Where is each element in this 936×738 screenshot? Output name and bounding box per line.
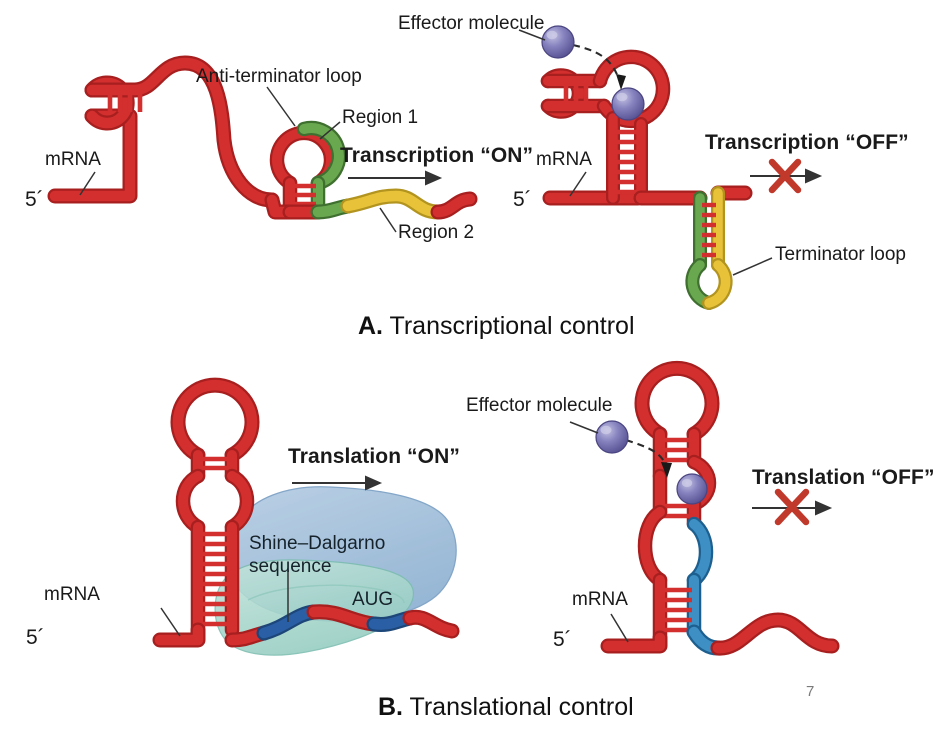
mrna-backbone-a-off (540, 68, 646, 206)
label-shine-dalgarno-line2: sequence (249, 556, 332, 577)
mrna-strand-a-off-lower (633, 185, 753, 206)
panel-a-on-structure (47, 55, 478, 233)
label-mrna-b-off: mRNA (572, 589, 628, 610)
label-5prime-b-off: 5´ (553, 628, 572, 651)
anti-terminator-loop (269, 120, 347, 191)
label-leader-lines-a-on (79, 86, 397, 233)
label-mrna-a-off: mRNA (536, 149, 592, 170)
panel-b-on-structure (152, 377, 460, 656)
aptamer-stem-a-off (606, 111, 648, 205)
effector-molecule-free-b (595, 420, 629, 454)
label-mrna-a-on: mRNA (45, 149, 101, 170)
panel-a-off-structure (518, 25, 823, 310)
label-terminator-loop: Terminator loop (775, 244, 906, 265)
label-5prime-a-off: 5´ (513, 188, 532, 211)
caption-panel-b-letter: B. (378, 693, 403, 721)
label-transcription-on: Transcription “ON” (340, 144, 534, 167)
label-5prime-b-on: 5´ (26, 626, 45, 649)
label-effector-molecule-b: Effector molecule (466, 395, 613, 416)
label-leader-lines-b-on (160, 570, 289, 637)
panel-b-off-structure (569, 360, 840, 656)
caption-panel-a-letter: A. (358, 312, 383, 340)
mrna-hairpin-b-on (152, 377, 260, 648)
label-region-2: Region 2 (398, 222, 475, 243)
terminator-loop (685, 186, 733, 310)
mrna-hairpin-b-off (600, 360, 840, 656)
label-leader-lines-a-off (518, 29, 773, 276)
caption-panel-b-text: Translational control (403, 693, 634, 721)
label-transcription-off: Transcription “OFF” (705, 131, 909, 154)
caption-panel-a: A. Transcriptional control (358, 312, 635, 341)
x-mark-icon (774, 488, 810, 526)
effector-binding-path-b (625, 439, 672, 478)
label-anti-terminator-loop: Anti-terminator loop (196, 66, 362, 87)
effector-molecule-bound-b (676, 473, 708, 505)
transcription-off-arrow (750, 158, 823, 194)
caption-panel-a-text: Transcriptional control (383, 312, 635, 340)
region2-strand (310, 188, 478, 220)
page-number: 7 (806, 683, 815, 700)
label-translation-off: Translation “OFF” (752, 466, 935, 489)
label-5prime-a-on: 5´ (25, 188, 44, 211)
effector-molecule-bound-a (611, 87, 645, 121)
label-mrna-b-on: mRNA (44, 584, 100, 605)
effector-binding-path-a (572, 43, 626, 90)
mrna-backbone-a-on (47, 55, 280, 208)
effector-molecule-free-a (541, 25, 575, 59)
label-translation-on: Translation “ON” (288, 445, 460, 468)
label-leader-lines-b-off (569, 421, 629, 643)
label-shine-dalgarno-line1: Shine–Dalgarno (249, 533, 386, 554)
mrna-open-strand-b-on (224, 604, 460, 648)
x-mark-icon (768, 158, 802, 194)
label-region-1: Region 1 (342, 107, 419, 128)
label-effector-molecule-a: Effector molecule (398, 13, 545, 34)
caption-panel-b: B. Translational control (378, 693, 634, 722)
label-aug: AUG (352, 589, 394, 610)
translation-off-arrow (752, 488, 833, 526)
